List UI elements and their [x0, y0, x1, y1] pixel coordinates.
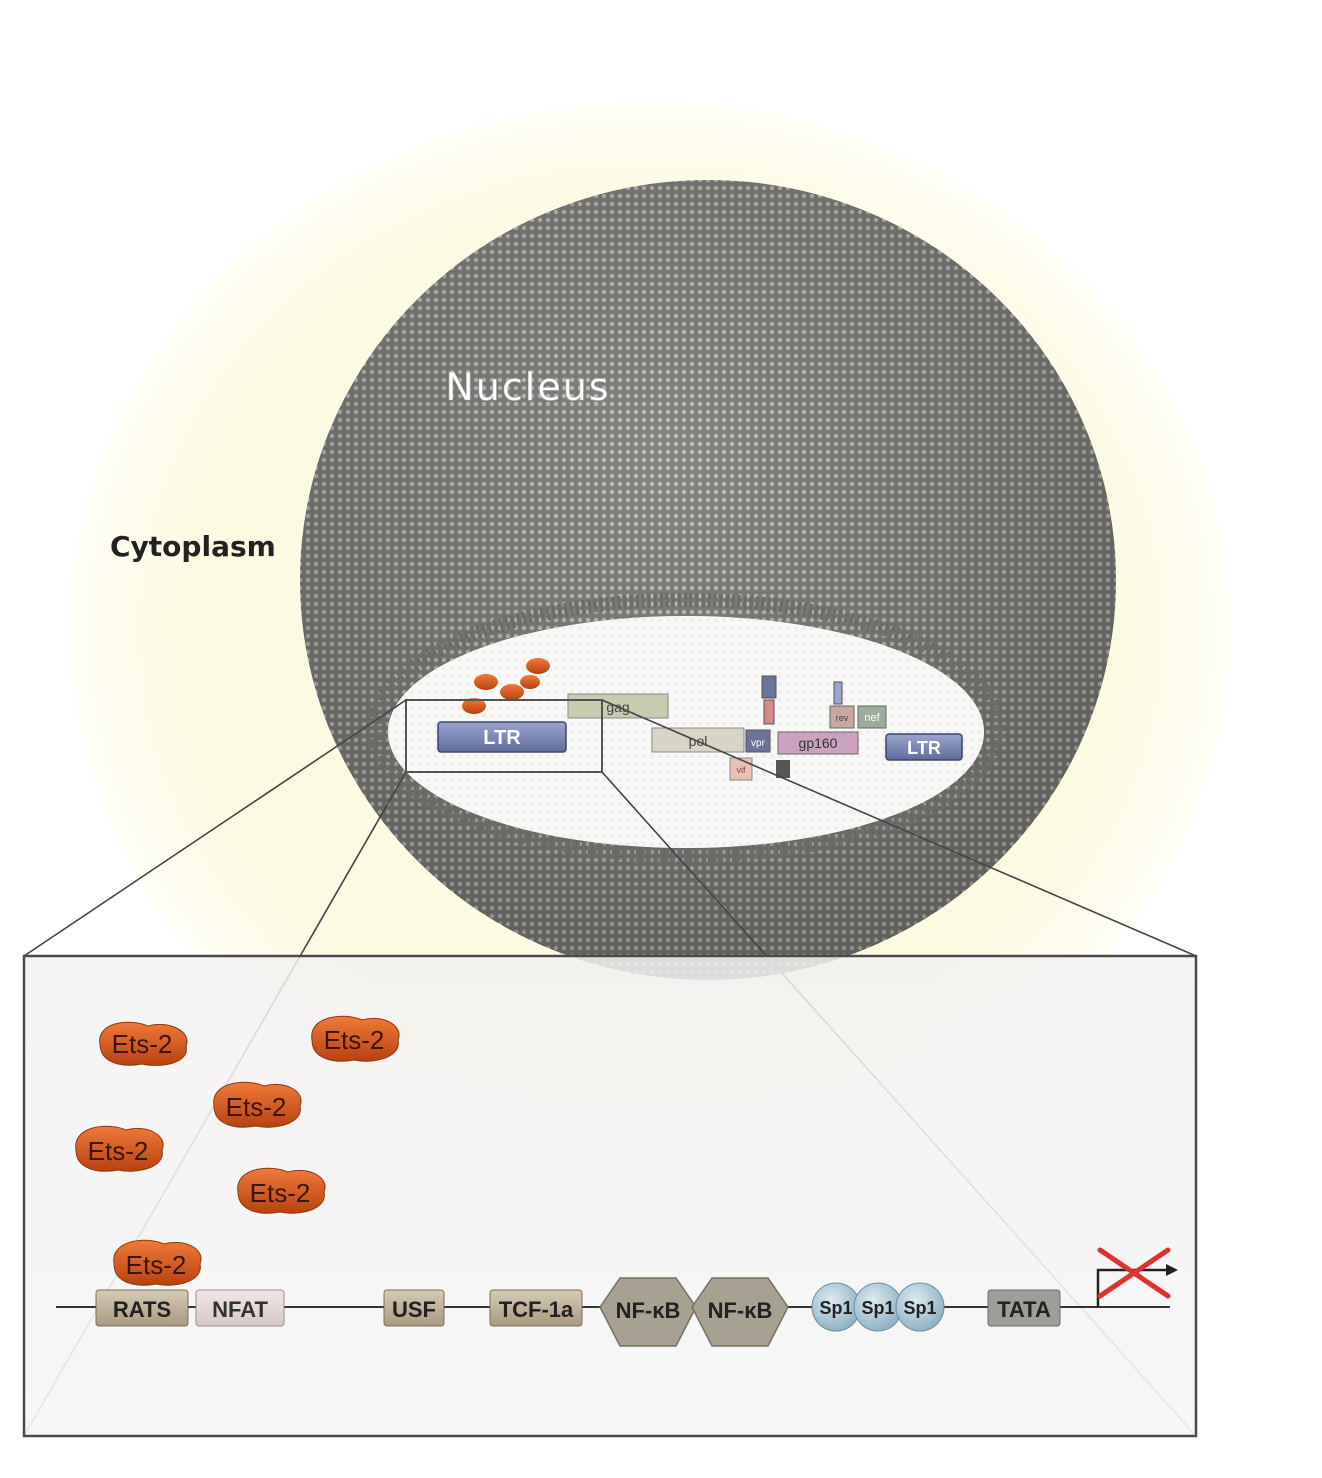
ets-small [526, 658, 550, 674]
ets2-proteins: Ets-2 Ets-2 Ets-2 Ets-2 Ets-2 Ets-2 [75, 1015, 400, 1286]
usf-box [383, 1289, 445, 1327]
rev-label: rev [836, 713, 849, 723]
tata-label: TATA [997, 1297, 1051, 1322]
ets2-protein: Ets-2 [311, 1015, 400, 1062]
vif-label: vif [737, 765, 746, 775]
nef-gene [857, 705, 887, 729]
nef-label: nef [864, 712, 880, 724]
zoom-selection-box [405, 699, 603, 773]
vpr-gene [745, 729, 771, 753]
ets-small [500, 684, 524, 700]
nfat-label: NFAT [212, 1297, 268, 1322]
ets2-protein: Ets-2 [99, 1021, 188, 1066]
nfkb-label-1: NF-κB [616, 1298, 681, 1323]
transcription-blocked-x [1097, 1247, 1171, 1299]
nfkb-box-1 [599, 1277, 697, 1347]
ltr-right [885, 733, 963, 761]
vpr-label: vpr [751, 738, 766, 749]
sp1-circle-3 [895, 1282, 945, 1332]
hiv-genome-map: gag pol vpr gp160 rev nef vif LTR LTR [437, 658, 963, 781]
gp160-gene [777, 731, 859, 755]
nfat-box [195, 1289, 285, 1327]
ets2-protein: Ets-2 [213, 1081, 302, 1128]
vif-gene [729, 757, 753, 781]
gp160-label: gp160 [799, 735, 838, 751]
rats-box [95, 1289, 189, 1327]
ltr-left-label: LTR [483, 727, 521, 749]
tcf1a-label: TCF-1a [499, 1297, 574, 1322]
sp1-label-1: Sp1 [819, 1298, 852, 1318]
cytoplasm-label: Cytoplasm [110, 530, 276, 563]
svg-text:Ets-2: Ets-2 [226, 1092, 287, 1122]
ets-small [462, 698, 486, 714]
usf-label: USF [392, 1297, 436, 1322]
small-gene-4 [776, 760, 790, 778]
ets-small [520, 675, 540, 689]
nfkb-box-2 [691, 1277, 789, 1347]
nucleus [300, 180, 1116, 980]
small-gene-3 [833, 681, 843, 705]
sp1-label-3: Sp1 [903, 1298, 936, 1318]
svg-text:Ets-2: Ets-2 [250, 1178, 311, 1208]
nfkb-label-2: NF-κB [708, 1298, 773, 1323]
ets-small [474, 674, 498, 690]
ets2-protein: Ets-2 [75, 1125, 164, 1172]
tcf1a-box [489, 1289, 583, 1327]
svg-text:Ets-2: Ets-2 [112, 1029, 173, 1059]
promoter-zoom-panel [22, 954, 1198, 1438]
rev-gene [829, 705, 855, 729]
ltr-right-label: LTR [907, 738, 941, 758]
sp1-label-2: Sp1 [861, 1298, 894, 1318]
ets2-protein: Ets-2 [237, 1167, 326, 1214]
svg-text:Ets-2: Ets-2 [126, 1250, 187, 1280]
nucleus-label: Nucleus [445, 365, 610, 409]
promoter-elements: RATS NFAT USF TCF-1a NF-κB NF-κB Sp1 Sp1… [95, 1277, 1061, 1347]
tata-box [987, 1289, 1061, 1327]
rats-label: RATS [113, 1297, 171, 1322]
small-gene-2 [763, 699, 775, 725]
small-gene-1 [761, 675, 777, 699]
ltr-left [437, 721, 567, 753]
pol-gene [651, 727, 745, 753]
gag-gene [567, 693, 669, 719]
svg-text:Ets-2: Ets-2 [88, 1136, 149, 1166]
svg-text:Ets-2: Ets-2 [324, 1025, 385, 1055]
ets2-protein: Ets-2 [113, 1239, 202, 1286]
